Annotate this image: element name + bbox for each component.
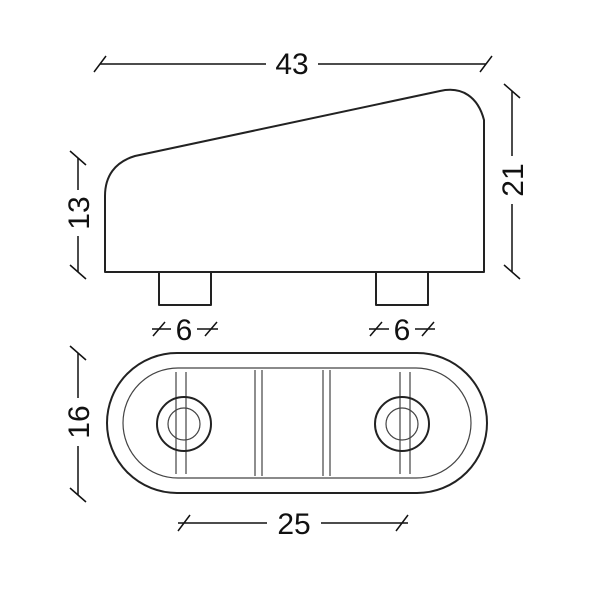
dimension-label-peg-right-width: 6 [394, 314, 411, 347]
dimension-label-hole-spacing: 25 [277, 508, 310, 541]
bottom-view-ribs [175, 370, 411, 476]
right-boss [374, 396, 430, 452]
dimension-hole-spacing: 25 [177, 504, 409, 541]
side-view [104, 88, 485, 306]
bottom-view-inner-outline [122, 367, 472, 479]
dimension-overall-length: 43 [93, 44, 493, 81]
right-hole [385, 407, 419, 441]
dimension-peg-right-width: 6 [369, 312, 435, 347]
dimension-overall-height: 21 [494, 83, 532, 280]
dimension-front-height: 13 [62, 150, 96, 280]
dimension-base-width: 16 [62, 345, 96, 503]
right-peg [375, 271, 429, 306]
left-hole [167, 407, 201, 441]
dimension-label-base-width: 16 [63, 405, 96, 438]
bottom-view-outer-outline [106, 352, 488, 494]
side-view-body-outline [104, 88, 485, 273]
dimension-peg-left-width: 6 [152, 312, 218, 347]
bottom-view [106, 352, 488, 494]
dimension-label-overall-length: 43 [275, 48, 308, 81]
left-peg [158, 271, 212, 306]
dimension-label-peg-left-width: 6 [176, 314, 193, 347]
left-boss [156, 396, 212, 452]
dimension-label-front-height: 13 [63, 196, 96, 229]
dimension-label-overall-height: 21 [497, 163, 530, 196]
